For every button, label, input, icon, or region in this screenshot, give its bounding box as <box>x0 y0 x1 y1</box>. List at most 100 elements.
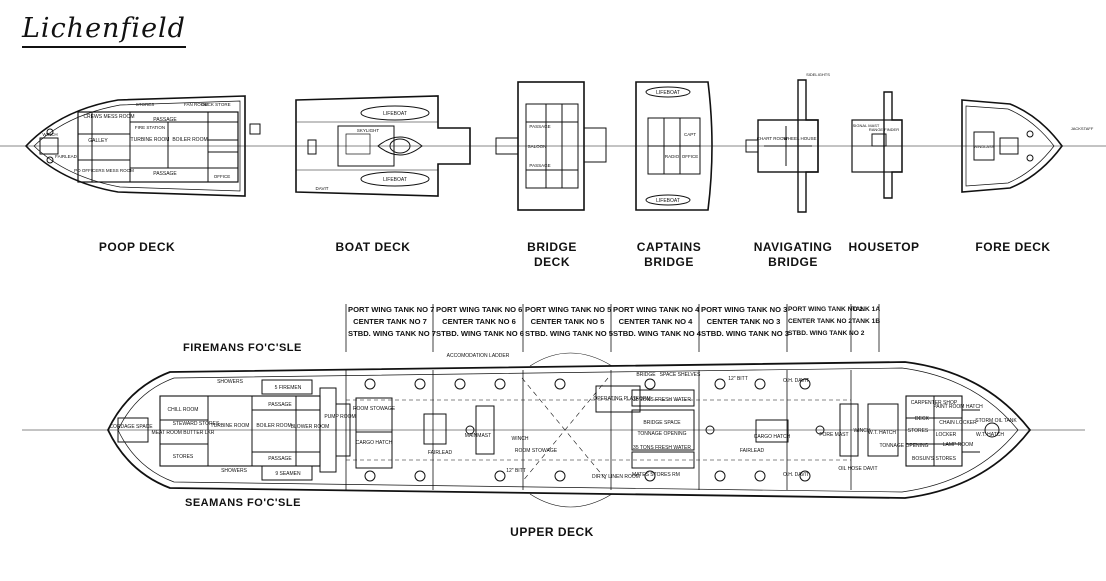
ud-label: LOCKER <box>936 432 957 438</box>
fore-deck-plan: JACKSTAFF WINDLASS <box>961 99 1094 193</box>
tank-label: PORT WING TANK NO 3 <box>701 305 788 314</box>
nav-room-label: SIDELIGHTS <box>806 72 830 77</box>
seamans-focsle-label: SEAMANS FO'C'SLE <box>185 497 301 509</box>
ud-label: TONNAGE OPENING <box>879 443 928 449</box>
ud-label: TURBINE ROOM <box>211 423 250 429</box>
tank-label: CENTER TANK NO 3 <box>706 317 781 326</box>
tank-label: CENTER TANK NO 2 <box>788 318 852 325</box>
housetop-room-label: RANGE FINDER <box>869 127 899 132</box>
poop-room-label: PASSAGE <box>153 171 177 177</box>
ud-label: OIL HOSE DAVIT <box>838 466 877 472</box>
housetop-plan: SIGNAL MAST RANGE FINDER <box>851 91 903 199</box>
firemans-focsle-label: FIREMANS FO'C'SLE <box>183 342 302 354</box>
ud-label: BOSUN'S STORES <box>912 456 957 462</box>
poop-room-label: FAIRLEAD <box>55 154 78 159</box>
nav-room-label: CHART ROOM <box>757 136 788 141</box>
tank-label: TANK 1B <box>852 318 881 325</box>
ud-label: DIRTY LINEN ROOM <box>592 474 640 480</box>
poop-room-label: PASSAGE <box>153 117 177 123</box>
bridge-deck-plan: PASSAGE SALOON PASSAGE <box>495 81 607 211</box>
ud-label: WINCH <box>512 436 529 442</box>
ud-label: W.T. HATCH <box>976 432 1004 438</box>
tank-label: CENTER TANK NO 6 <box>442 317 516 326</box>
fore-room-label: JACKSTAFF <box>1071 126 1094 131</box>
captains-room-label: CAPT <box>684 132 696 137</box>
poop-room-label: DECK STORE <box>201 102 230 107</box>
ud-label: BOILER ROOM <box>256 423 291 429</box>
tank-label: STBD. WING TANK NO 7 <box>348 329 437 338</box>
boat-room-label: DAVIT <box>316 186 329 191</box>
ud-label: 35 TONS FRESH WATER <box>633 445 691 451</box>
fore-room-label: WINDLASS <box>974 144 995 149</box>
captains-room-label: RADIO <box>665 154 680 159</box>
tank-label: CENTER TANK NO 5 <box>530 317 605 326</box>
navigating-bridge-plan: CHART ROOM WHEEL HOUSE SIDELIGHTS <box>745 72 830 213</box>
boat-room-label: LIFEBOAT <box>383 177 407 183</box>
tank-column-6: PORT WING TANK NO 6 CENTER TANK NO 6 STB… <box>436 304 524 340</box>
tank-column-3: PORT WING TANK NO 3 CENTER TANK NO 3 STB… <box>701 304 789 340</box>
ud-label: CHAIN LOCKER <box>939 420 977 426</box>
boat-deck-plan: LIFEBOAT SKYLIGHT LIFEBOAT DAVIT <box>295 95 471 197</box>
ud-label: MATES STORES RM <box>632 472 680 478</box>
ud-label: SPACE SHELVES <box>660 372 701 378</box>
ud-label: 9 SEAMEN <box>275 471 301 477</box>
fore-deck-label: FORE DECK <box>975 240 1051 254</box>
captains-room-label: LIFEBOAT <box>656 198 680 204</box>
tank-label: CENTER TANK NO 4 <box>618 317 693 326</box>
ud-label: SHOWERS <box>221 468 248 474</box>
ud-label: STORES <box>173 454 194 460</box>
ud-label: PASSAGE <box>268 402 292 408</box>
captains-bridge-label: CAPTAINS BRIDGE <box>636 240 702 269</box>
boat-room-label: SKYLIGHT <box>357 128 380 133</box>
navigating-bridge-label: NAVIGATING BRIDGE <box>753 240 833 269</box>
tank-column-5: PORT WING TANK NO 5 CENTER TANK NO 5 STB… <box>525 304 614 340</box>
poop-room-label: OFFICE <box>214 174 231 179</box>
ud-label: 5 FIREMEN <box>275 385 302 391</box>
housetop-label: HOUSETOP <box>848 240 920 254</box>
tank-label: STBD. WING TANK NO 2 <box>788 330 865 337</box>
ud-label: BRIDGE <box>636 372 656 378</box>
tank-label: TANK 1A <box>852 306 881 313</box>
ud-label: FAIRLEAD <box>428 450 453 456</box>
ud-label: ROOM STOWAGE <box>353 406 396 412</box>
ud-label: 12" BITT <box>728 376 748 382</box>
tank-column-4: PORT WING TANK NO 4 CENTER TANK NO 4 STB… <box>613 304 701 340</box>
ud-label: LAMP ROOM <box>943 442 973 448</box>
ud-label: TONNAGE OPENING <box>637 431 686 437</box>
tank-label: STBD. WING TANK NO 5 <box>525 329 614 338</box>
ud-label: O.H. DAVIT <box>783 378 809 384</box>
ud-label: ACCOMODATION LADDER <box>447 353 510 359</box>
tank-label: CENTER TANK NO 7 <box>353 317 427 326</box>
nav-room-label: WHEEL HOUSE <box>783 136 816 141</box>
tank-label: PORT WING TANK NO 6 <box>436 305 523 314</box>
poop-room-label: FIRE STATION <box>135 125 165 130</box>
ud-label: FORE MAST <box>819 432 848 438</box>
ud-label: OPERATING PLATFORM <box>593 396 650 402</box>
upper-deck-plan <box>107 352 1032 508</box>
housetop-room-label: SIGNAL MAST <box>853 123 880 128</box>
ud-label: O.H. DAVIT <box>783 472 809 478</box>
captains-room-label: OFFICE <box>682 154 699 159</box>
ud-label: MAINMAST <box>465 433 491 439</box>
ud-label: 12" BITT <box>506 468 526 474</box>
ud-label: DECK <box>915 416 930 422</box>
ud-label: PUMP ROOM <box>324 414 355 420</box>
ud-label: CARGO HATCH <box>754 434 791 440</box>
tank-column-1: TANK 1A TANK 1B <box>852 304 881 328</box>
poop-room-label: GALLEY <box>88 138 108 144</box>
tank-label: PORT WING TANK NO 7 <box>348 305 435 314</box>
tank-label: PORT WING TANK NO 2 <box>788 306 863 313</box>
poop-deck-label: POOP DECK <box>98 240 176 254</box>
tank-label: PORT WING TANK NO 4 <box>613 305 700 314</box>
ud-label: CARPENTER SHOP <box>911 400 958 406</box>
ud-label: STEWARD STORES <box>173 421 220 427</box>
ud-label: ROOM STOWAGE <box>515 448 558 454</box>
ud-label: BRIDGE SPACE <box>643 420 681 426</box>
ud-label: W.T. HATCH <box>868 430 896 436</box>
poop-deck-plan: CREWS MESS ROOM GALLEY PASSAGE TURBINE R… <box>24 95 261 197</box>
boat-deck-label: BOAT DECK <box>335 240 411 254</box>
captains-room-label: LIFEBOAT <box>656 90 680 96</box>
ud-label: WINCH <box>854 428 871 434</box>
bridge-room-label: SALOON <box>528 144 547 149</box>
